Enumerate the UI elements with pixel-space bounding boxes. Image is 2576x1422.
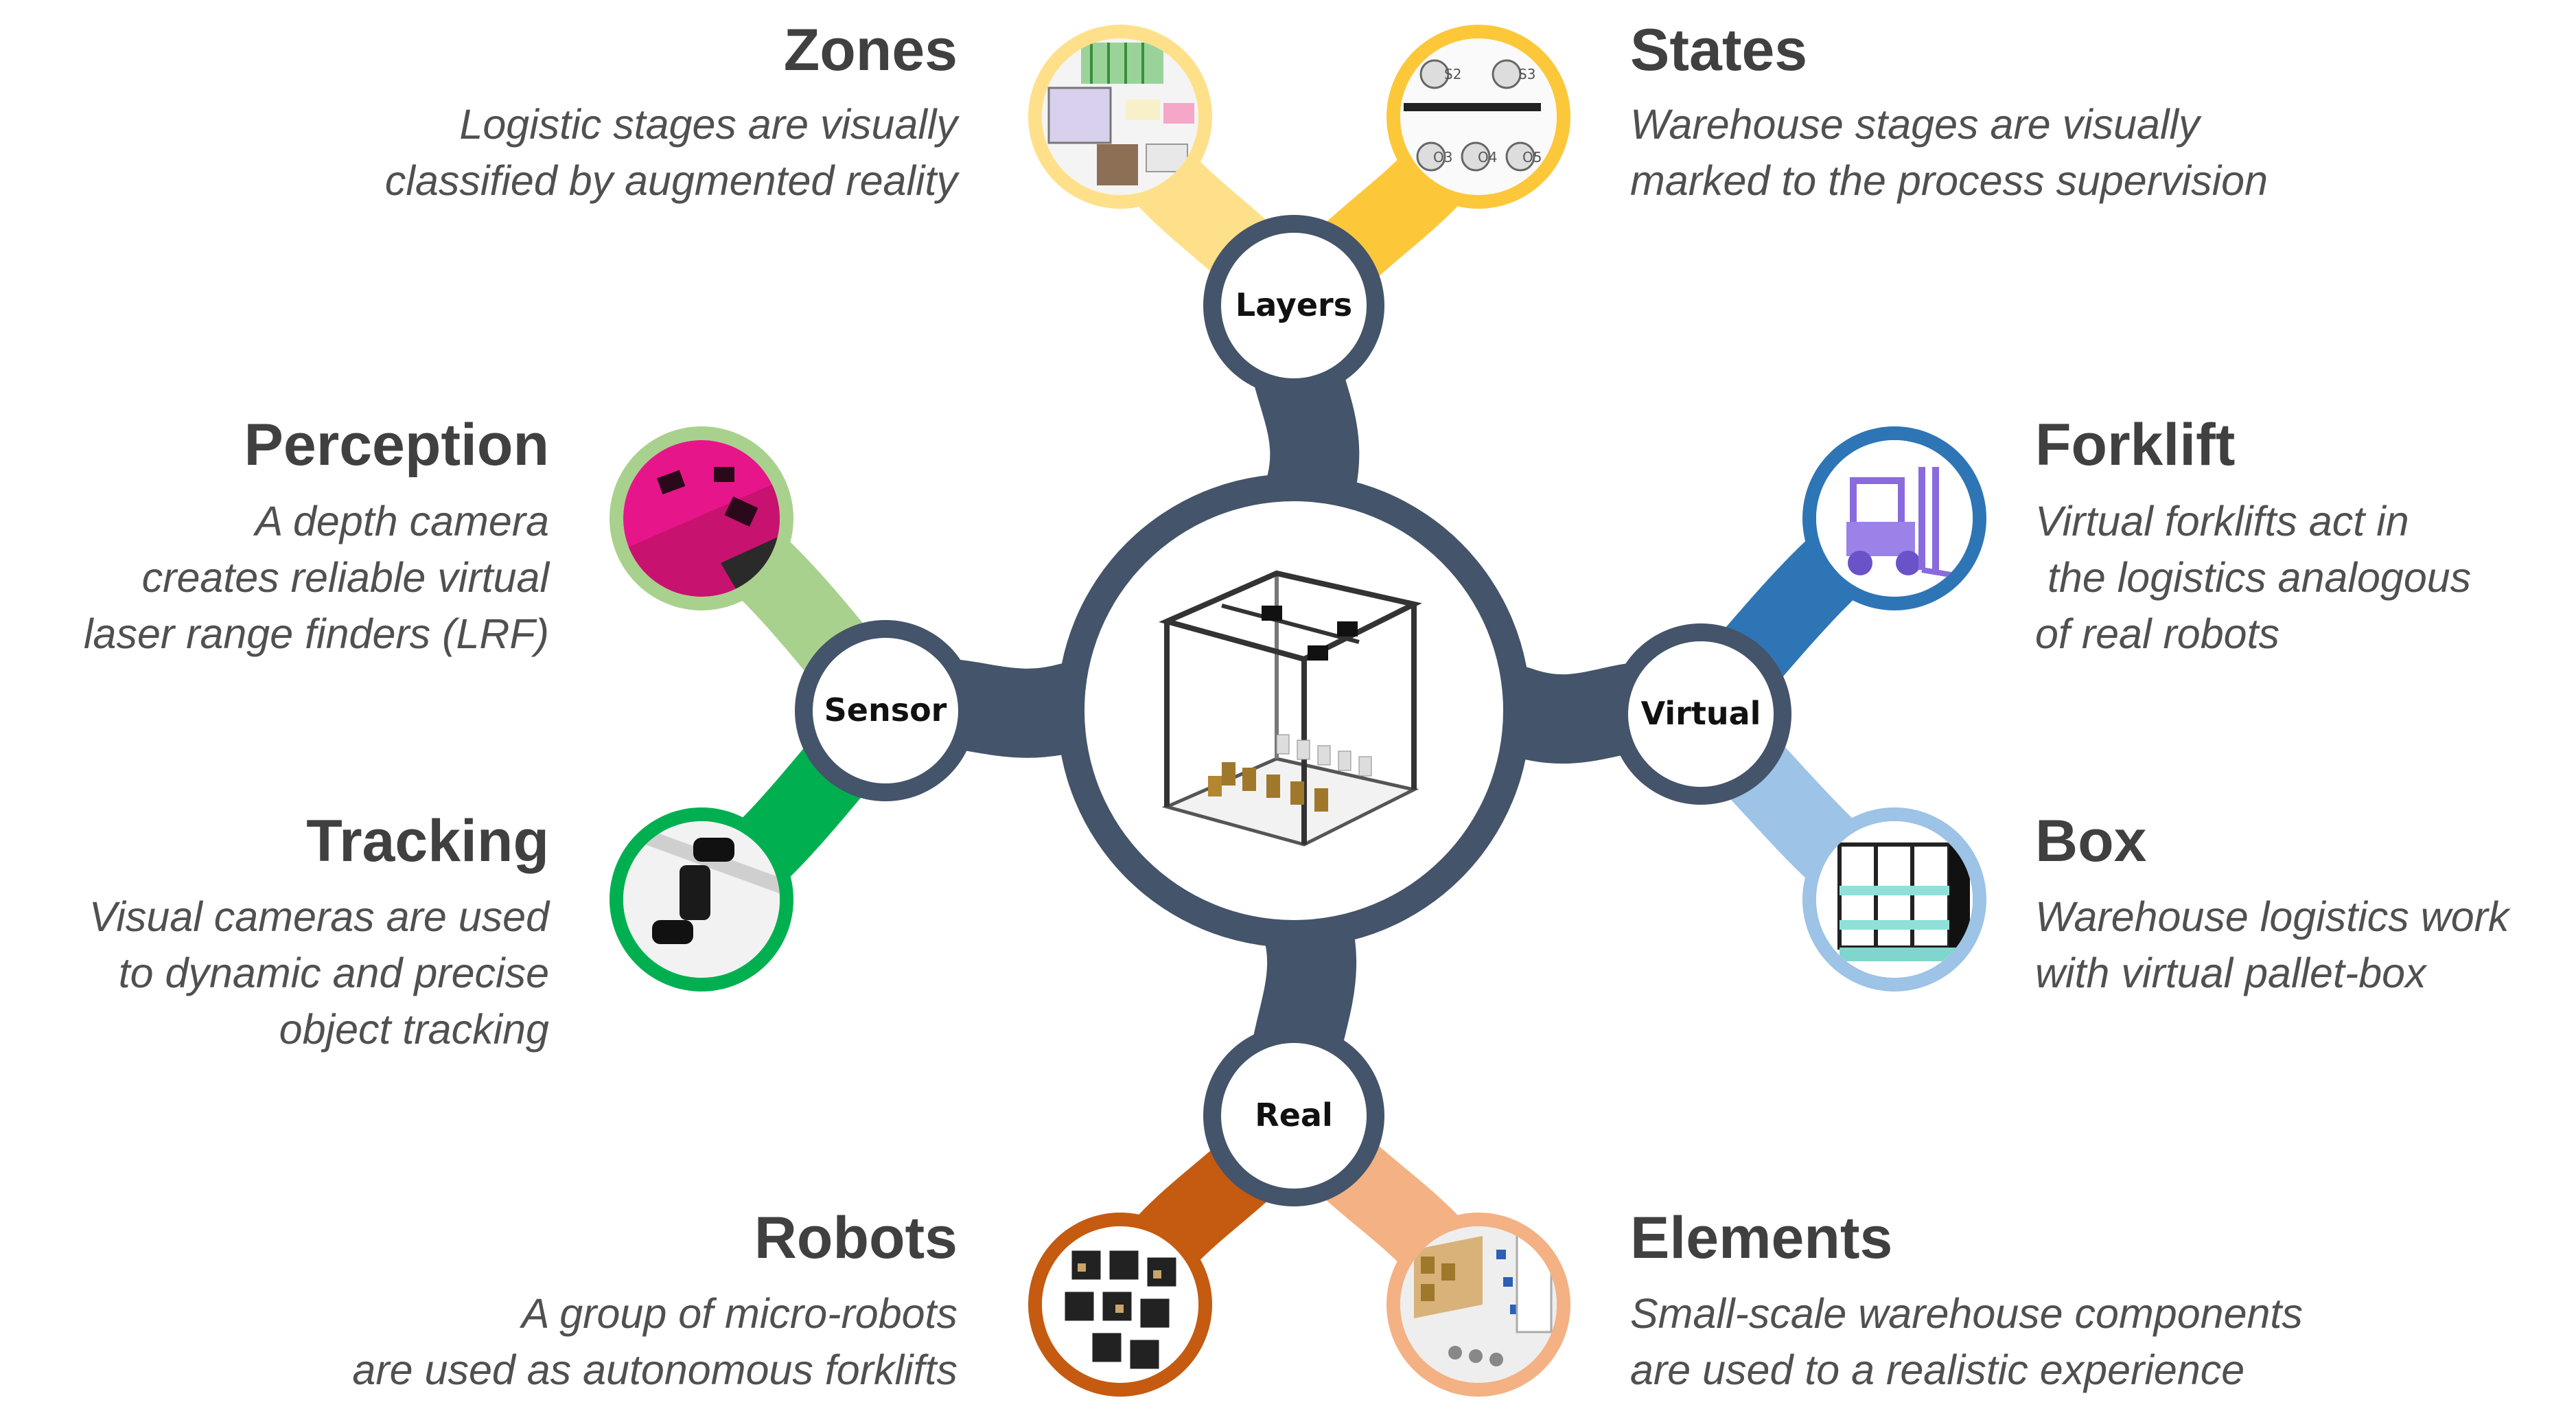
forklift-title: Forklift (2035, 412, 2236, 478)
hub-label-real: Real (1255, 1097, 1332, 1134)
robots-thumbnail (1028, 1213, 1212, 1397)
hub-node-layers: Layers (1203, 215, 1384, 396)
state-label-s2: S2 (1444, 66, 1461, 82)
state-label-o4: O4 (1478, 149, 1497, 165)
forklift-desc-line-3: of real robots (2035, 610, 2280, 657)
zones-desc-line-1: Logistic stages are visually (459, 101, 958, 148)
box-title: Box (2035, 808, 2147, 874)
perception-thumbnail (610, 426, 793, 610)
zones-title: Zones (783, 17, 958, 83)
forklift-desc-line-1: Virtual forklifts act in (2035, 498, 2409, 544)
perception-desc-line-3: laser range finders (LRF) (83, 610, 549, 657)
tracking-desc-line-2: to dynamic and precise (118, 950, 549, 996)
center-hub-inner (1084, 501, 1503, 920)
robots-description: A group of micro-robots are used as auto… (352, 1285, 958, 1398)
elements-desc-line-2: are used to a realistic experience (1630, 1346, 2245, 1393)
tracking-desc-line-1: Visual cameras are used (89, 893, 549, 940)
states-desc-line-2: marked to the process supervision (1630, 157, 2268, 204)
tracking-description: Visual cameras are used to dynamic and p… (89, 888, 549, 1057)
states-desc-line-1: Warehouse stages are visually (1630, 101, 2200, 148)
states-title: States (1630, 17, 1808, 83)
box-description: Warehouse logistics work with virtual pa… (2035, 888, 2509, 1001)
box-desc-line-2: with virtual pallet-box (2035, 950, 2426, 996)
perception-desc-line-2: creates reliable virtual (141, 554, 549, 601)
tracking-title: Tracking (306, 808, 549, 874)
zones-desc-line-2: classified by augmented reality (384, 157, 958, 204)
states-description: Warehouse stages are visually marked to … (1630, 96, 2268, 209)
forklift-description: Virtual forklifts act in the logistics a… (2035, 493, 2471, 662)
robots-title: Robots (754, 1205, 958, 1271)
box-desc-line-1: Warehouse logistics work (2035, 893, 2509, 940)
robots-desc-line-1: A group of micro-robots (521, 1290, 958, 1337)
hub-node-sensor: Sensor (795, 620, 976, 801)
box-thumbnail (1802, 807, 1986, 991)
elements-description: Small-scale warehouse components are use… (1630, 1285, 2303, 1398)
hub-node-real: Real (1203, 1025, 1384, 1206)
tracking-thumbnail (610, 807, 793, 991)
robots-desc-line-2: are used as autonomous forklifts (352, 1346, 958, 1393)
perception-description: A depth camera creates reliable virtual … (84, 493, 549, 662)
hub-label-virtual: Virtual (1641, 695, 1761, 732)
forklift-desc-line-2: the logistics analogous (2047, 554, 2472, 601)
warehouse-frame-illustration (1159, 570, 1422, 847)
elements-thumbnail (1386, 1213, 1570, 1397)
state-label-o5: O5 (1522, 149, 1542, 165)
forklift-thumbnail (1802, 426, 1986, 610)
zones-description: Logistic stages are visually classified … (385, 96, 958, 209)
elements-title: Elements (1630, 1205, 1893, 1271)
perception-desc-line-1: A depth camera (255, 498, 549, 544)
state-label-o3: O3 (1433, 149, 1452, 165)
hub-node-virtual: Virtual (1610, 623, 1791, 805)
hub-label-layers: Layers (1235, 286, 1352, 323)
zones-thumbnail (1028, 25, 1212, 209)
elements-desc-line-1: Small-scale warehouse components (1630, 1290, 2303, 1337)
hub-label-sensor: Sensor (824, 691, 947, 729)
states-thumbnail: S2 S3 O3 O4 O5 (1386, 25, 1570, 209)
tracking-desc-line-3: object tracking (279, 1006, 549, 1053)
state-label-s3: S3 (1518, 66, 1535, 82)
perception-title: Perception (244, 412, 549, 478)
